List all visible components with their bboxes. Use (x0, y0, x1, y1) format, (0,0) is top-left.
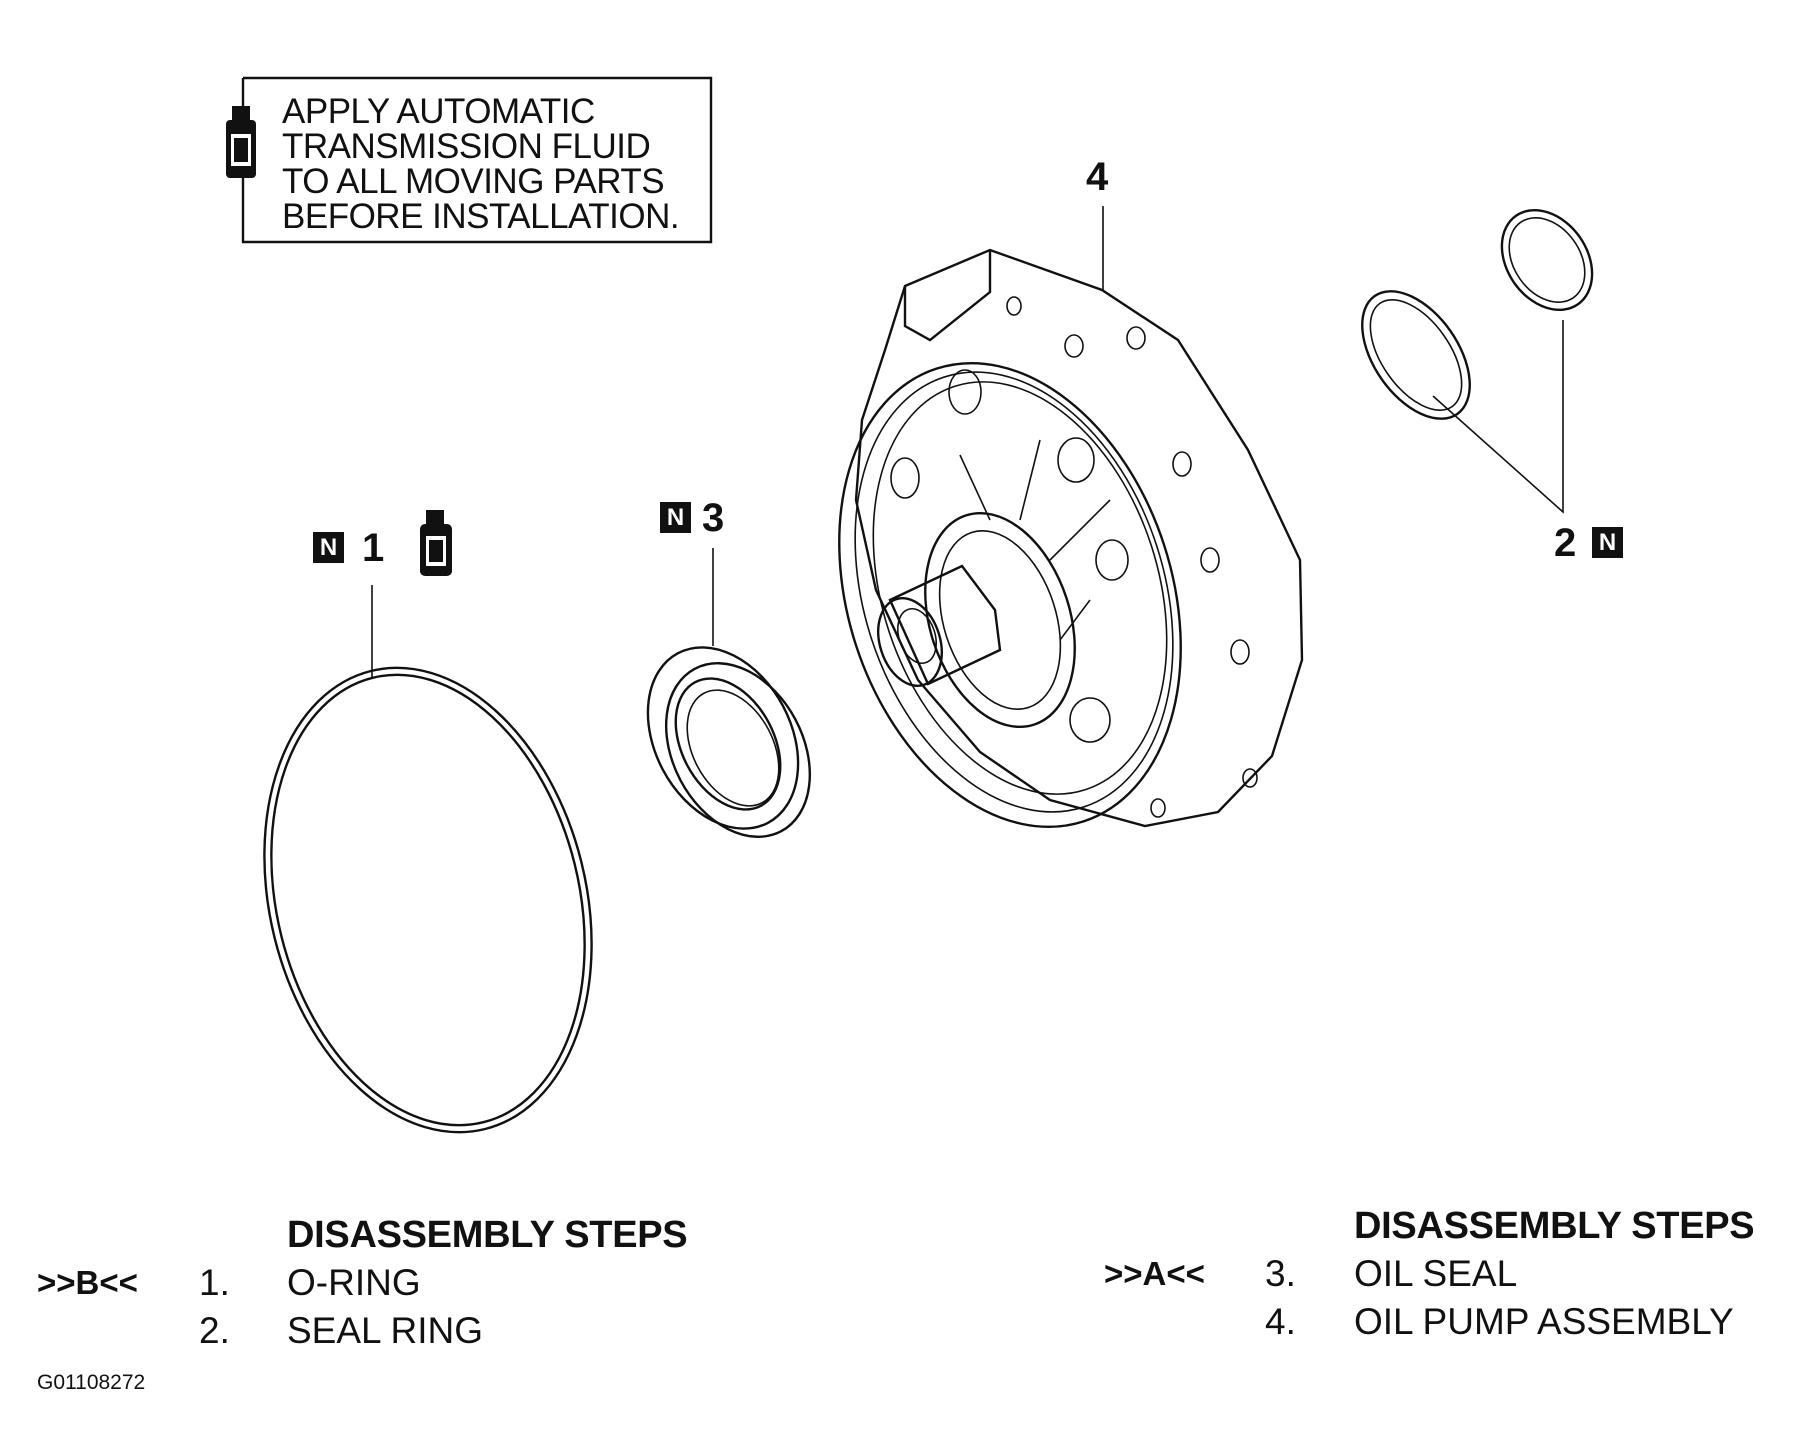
note-line-3: TO ALL MOVING PARTS (282, 162, 665, 201)
steps-left-tag: >>B<< (37, 1264, 138, 1301)
steps-left-heading: DISASSEMBLY STEPS (287, 1214, 688, 1256)
fluid-bottle-icon (226, 106, 256, 178)
steps-right-tag: >>A<< (1104, 1255, 1205, 1292)
seal-rings (1361, 208, 1594, 514)
oil-pump (838, 206, 1304, 829)
callout-3: 3 (702, 496, 725, 540)
step-label: O-RING (287, 1262, 421, 1303)
callout-1: 1 (362, 526, 385, 570)
o-ring (263, 585, 593, 1134)
step-number: 4. (1265, 1301, 1296, 1342)
new-part-badge-3: N (660, 502, 691, 533)
callout-2: 2 (1554, 521, 1577, 565)
figure-id: G01108272 (37, 1371, 146, 1394)
steps-right-heading: DISASSEMBLY STEPS (1354, 1205, 1755, 1247)
note-line-1: APPLY AUTOMATIC (282, 92, 595, 131)
step-label: OIL SEAL (1354, 1253, 1518, 1294)
new-part-badge-2: N (1592, 527, 1623, 558)
step-number: 3. (1265, 1253, 1296, 1294)
note-box (241, 76, 713, 244)
new-part-badge-1: N (313, 532, 344, 563)
note-line-4: BEFORE INSTALLATION. (282, 197, 680, 236)
step-label: OIL PUMP ASSEMBLY (1354, 1301, 1734, 1342)
step-number: 1. (199, 1262, 230, 1303)
step-label: SEAL RING (287, 1310, 484, 1351)
note-line-2: TRANSMISSION FLUID (282, 127, 651, 166)
oil-seal (646, 548, 812, 838)
fluid-bottle-icon-part1 (420, 510, 452, 576)
step-number: 2. (199, 1310, 230, 1351)
callout-4: 4 (1086, 155, 1109, 199)
